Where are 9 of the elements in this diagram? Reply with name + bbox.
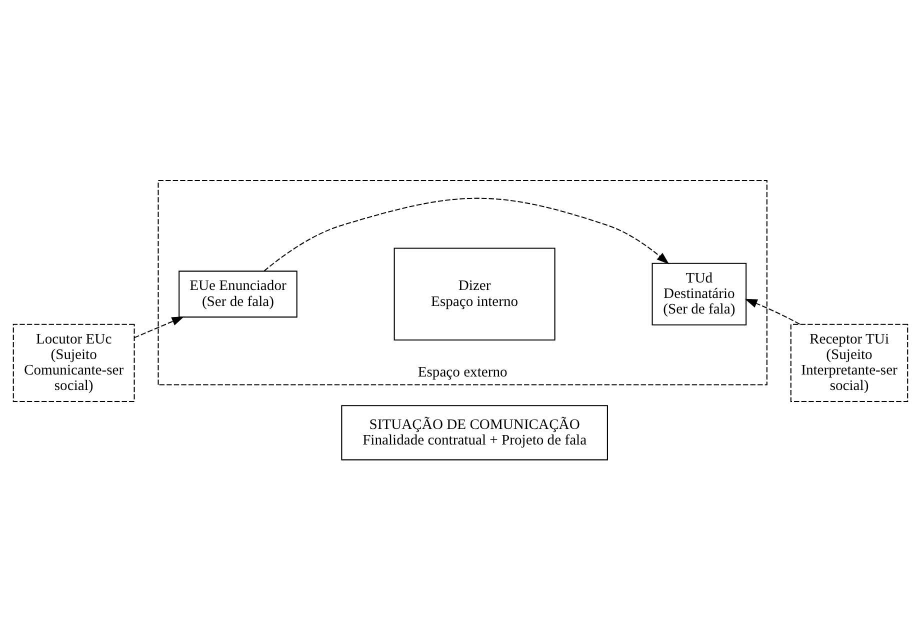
arrow [134, 316, 184, 338]
node-box: Locutor EUc (Sujeito Comunicante-ser social) [12, 323, 135, 402]
node-box: SITUAÇÃO DE COMUNICAÇÃO Finalidade contratual + Projeto de fala [341, 404, 608, 460]
node-box: Receptor TUi (Sujeito Interpretante-ser social) [790, 323, 908, 402]
arrow [744, 298, 800, 324]
arrow [264, 197, 670, 271]
node-box: EUe Enunciador (Ser de fala) [178, 270, 298, 318]
node-box: Dizer Espaço interno [394, 247, 556, 340]
node-box: TUd Destinatário (Ser de fala) [652, 262, 747, 325]
